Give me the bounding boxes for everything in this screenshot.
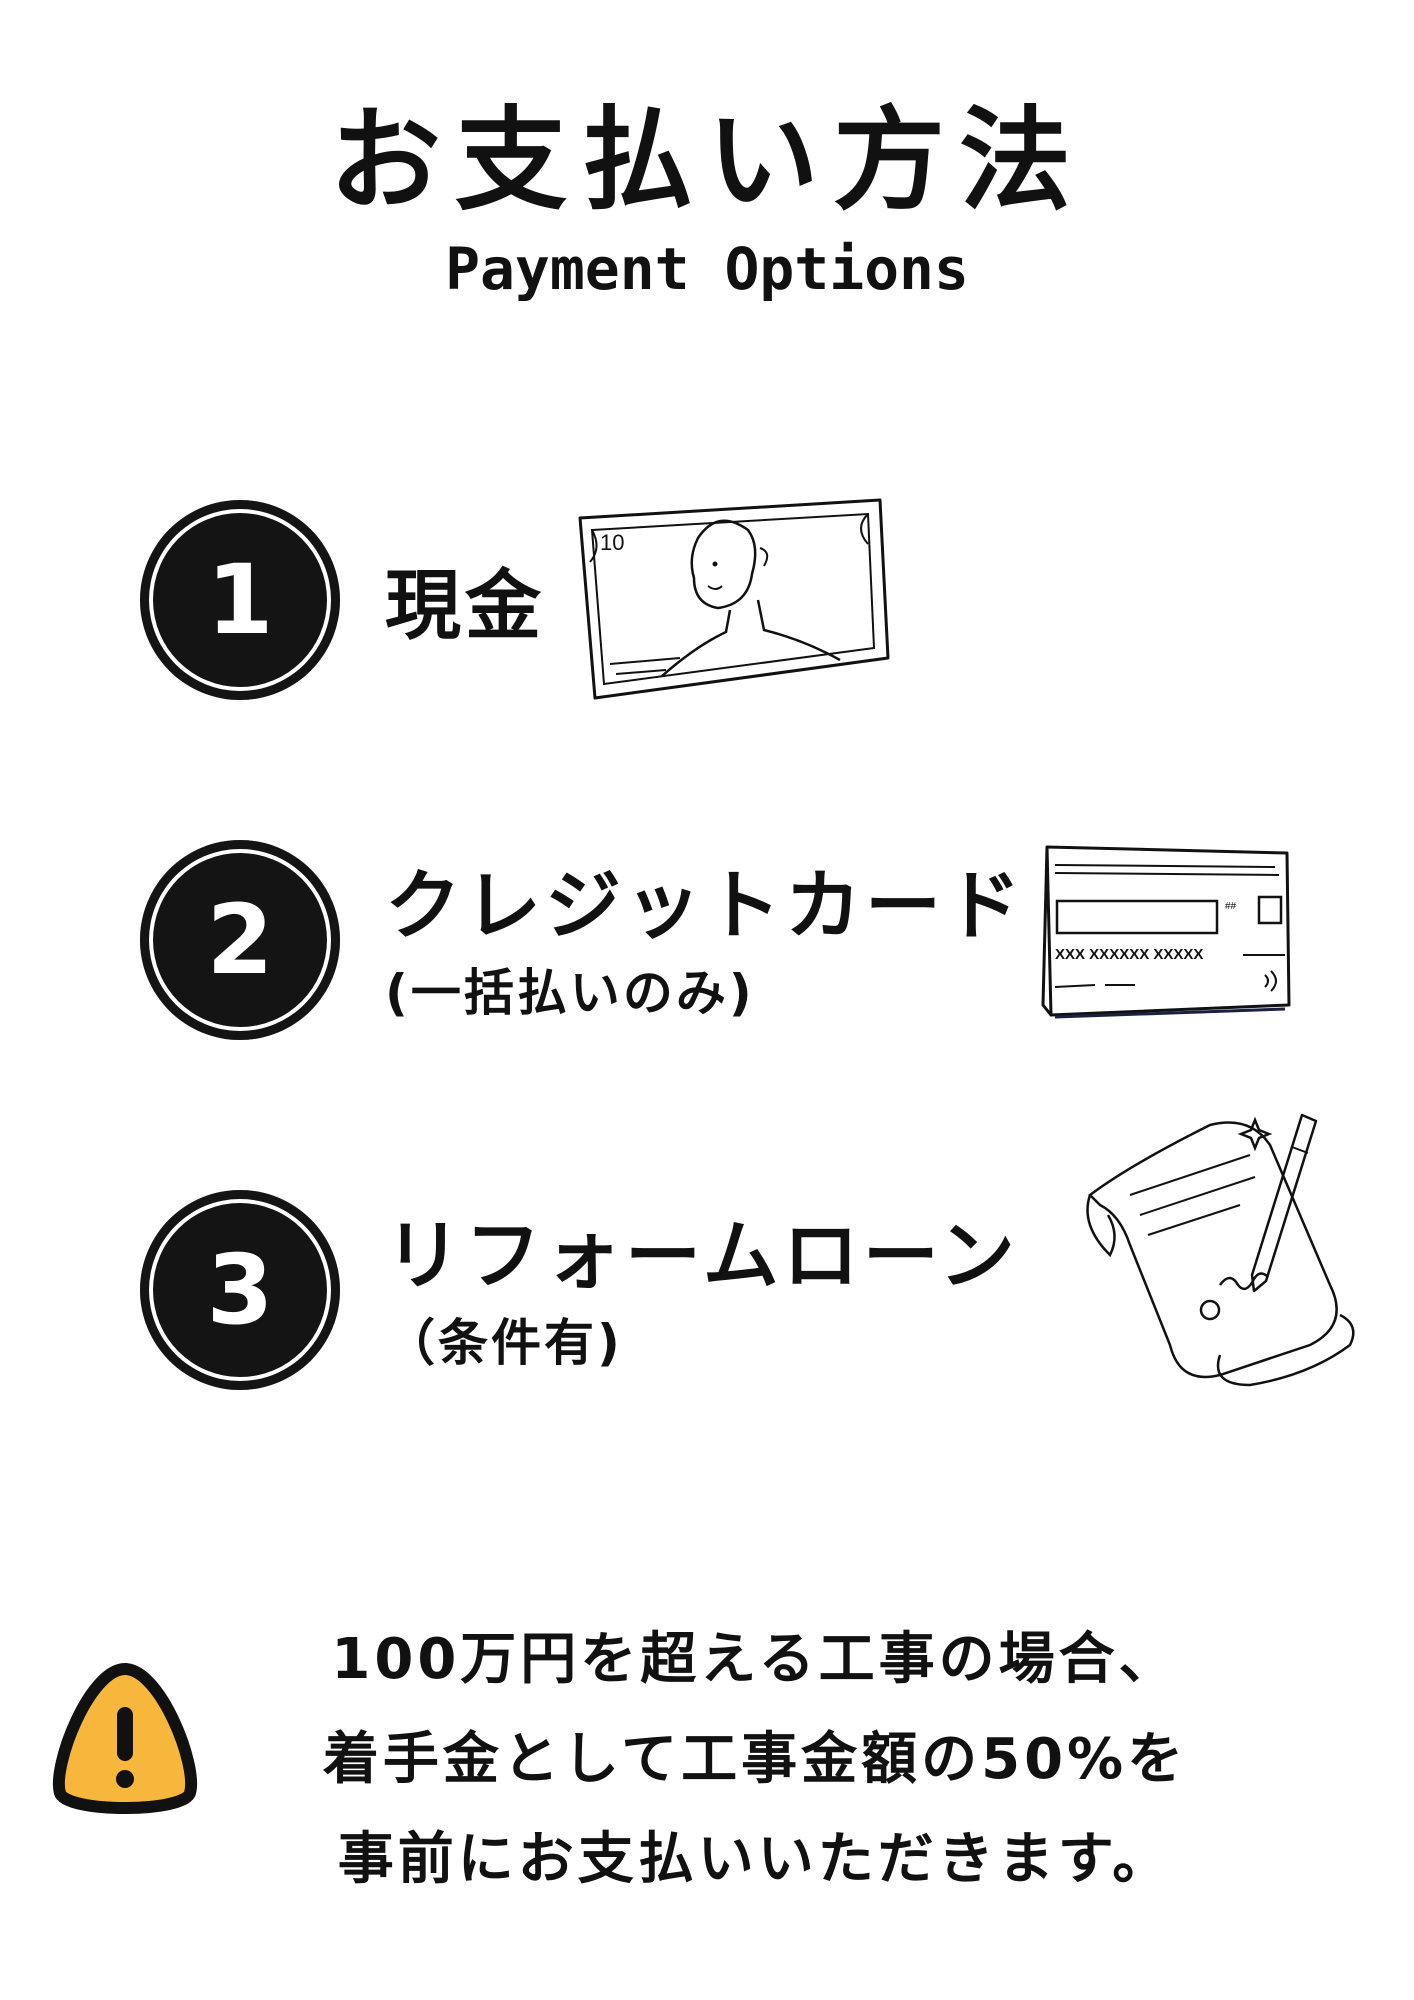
- banknote-value: 10: [600, 530, 624, 555]
- option-3-label: リフォームローン: [385, 1211, 1019, 1300]
- option-2-number-badge: 2: [140, 840, 340, 1040]
- notice-line-3: 事前にお支払いいただきます。: [337, 1827, 1173, 1892]
- notice-line-1: 100万円を超える工事の場合、: [331, 1627, 1179, 1692]
- option-3-note: （条件有): [385, 1314, 623, 1372]
- banknote-icon: 10: [578, 498, 890, 700]
- notice-line-2: 着手金として工事金額の50%を: [322, 1727, 1188, 1792]
- option-2-label: クレジットカード: [385, 861, 1025, 950]
- contract-scroll-icon: [1086, 1113, 1355, 1387]
- option-1-label: 現金: [385, 561, 545, 650]
- page-subtitle: Payment Options: [445, 235, 969, 303]
- option-3-number-badge: 3: [140, 1190, 340, 1390]
- card-number-text: XXX XXXXXX XXXXX: [1055, 946, 1203, 963]
- svg-text:##: ##: [1225, 901, 1237, 912]
- payment-notice: 100万円を超える工事の場合、 着手金として工事金額の50%を 事前にお支払いい…: [230, 1610, 1280, 1910]
- warning-icon: [52, 1663, 198, 1814]
- option-2-note: (一括払いのみ): [385, 964, 755, 1022]
- page-title: お支払い方法: [329, 96, 1085, 226]
- option-1-number-badge: 1: [140, 500, 340, 700]
- credit-card-icon: ## XXX XXXXXX XXXXX: [1041, 845, 1291, 1019]
